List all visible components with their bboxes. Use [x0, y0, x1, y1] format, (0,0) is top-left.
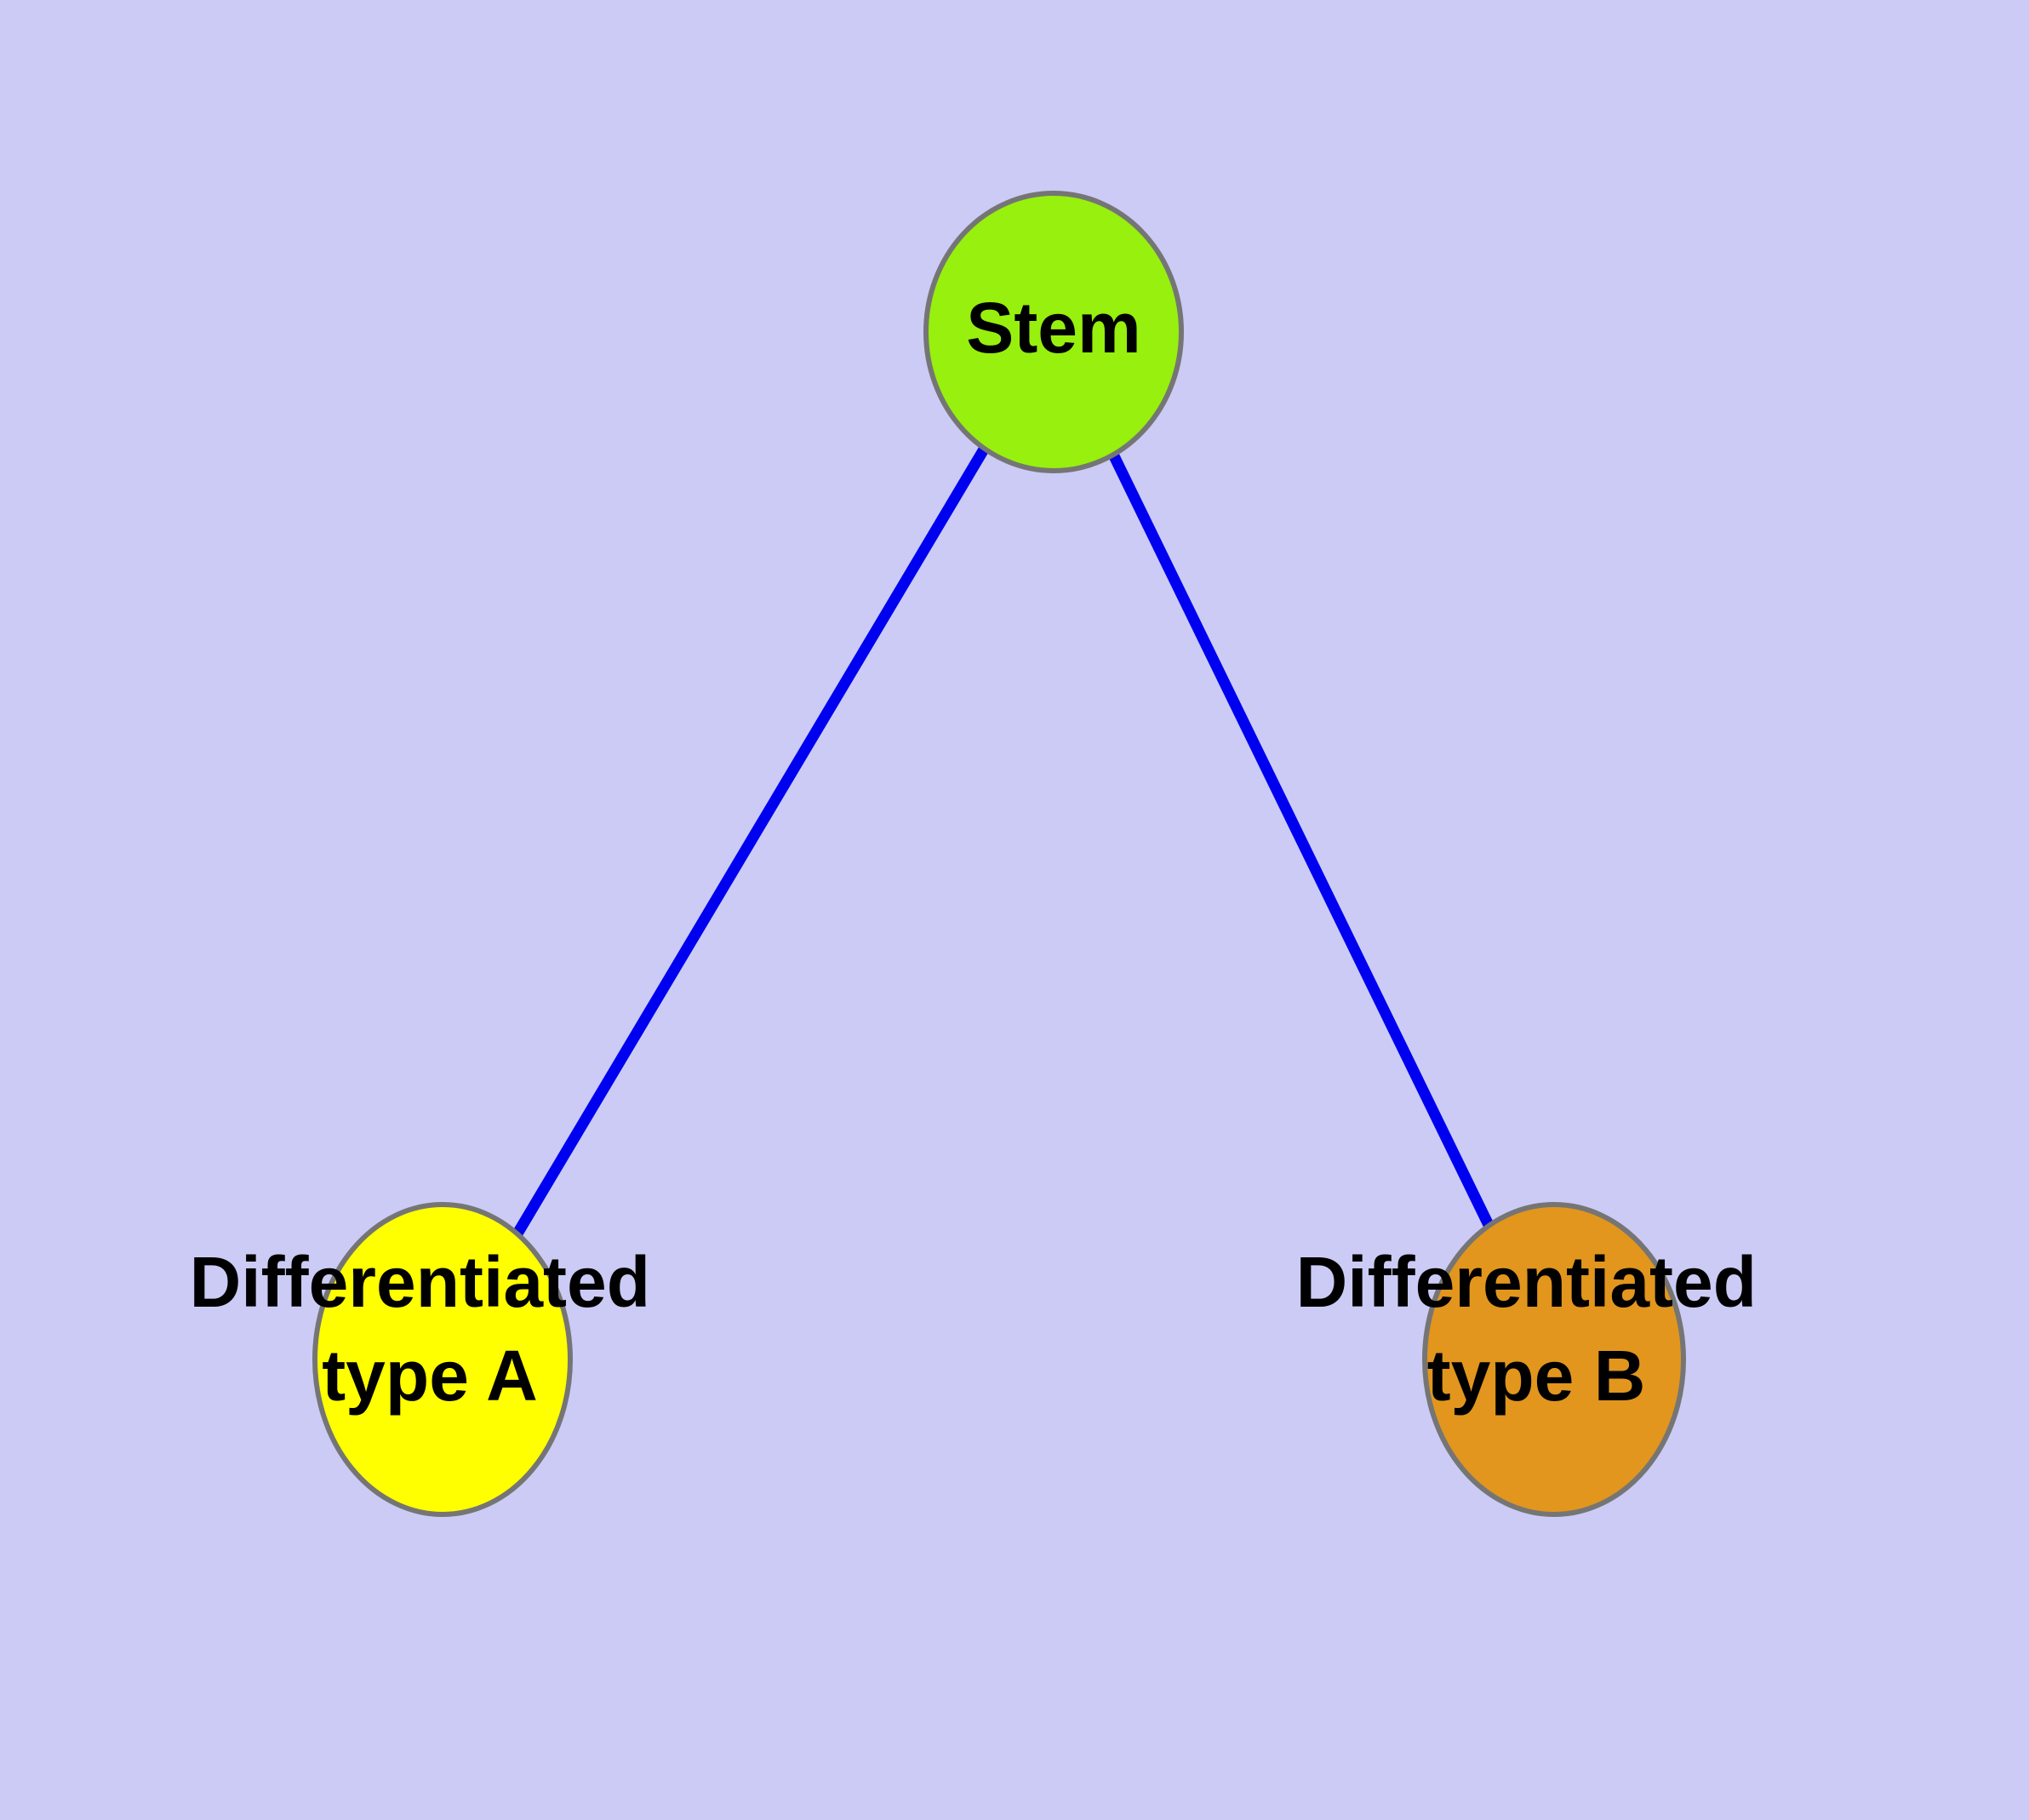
- node-type-b-label-line2: type B: [1427, 1336, 1646, 1416]
- node-stem-label: Stem: [966, 288, 1140, 368]
- node-type-a: [312, 1202, 573, 1517]
- edge-stem-to-type-a: [437, 329, 1059, 1363]
- node-type-b-label: Differentiated type B: [1296, 1242, 1777, 1416]
- node-stem: [923, 191, 1184, 473]
- node-type-a-label-line2: type A: [322, 1336, 538, 1416]
- node-type-a-label-line1: Differentiated: [190, 1242, 650, 1322]
- node-type-a-label: Differentiated type A: [190, 1242, 671, 1416]
- edge-stem-to-type-b: [1049, 329, 1559, 1362]
- node-type-b-label-line1: Differentiated: [1296, 1242, 1757, 1322]
- node-type-b: [1422, 1202, 1686, 1517]
